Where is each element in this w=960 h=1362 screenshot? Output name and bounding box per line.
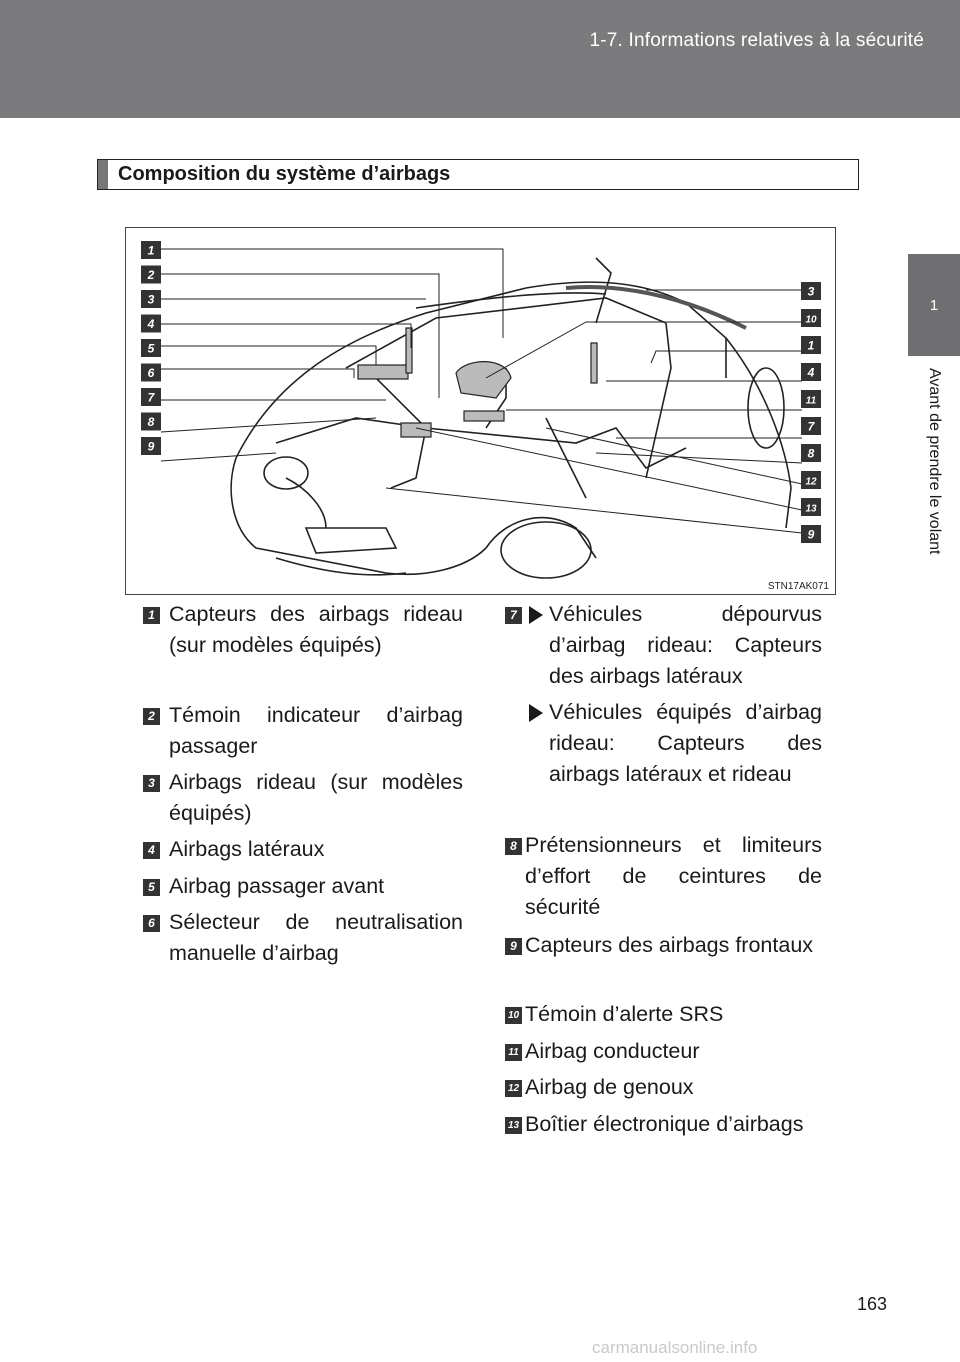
list-item: 13 Boîtier électronique d’airbags: [505, 1109, 822, 1140]
callout-label: 10: [805, 315, 817, 326]
callout-badge: [801, 282, 821, 300]
ecu-shape: [400, 422, 432, 438]
passenger-airbag-shape: [357, 364, 409, 380]
callout-label: 13: [805, 504, 817, 515]
item-number-10: 10: [505, 1007, 522, 1024]
list-item: 10 Témoin d’alerte SRS: [505, 999, 822, 1030]
side-airbag-left-shape: [405, 327, 413, 374]
list-item: 9 Capteurs des airbags frontaux: [505, 930, 822, 961]
item-text: Prétensionneurs et limiteurs d’effort de…: [525, 833, 822, 919]
callout-badge: [141, 290, 161, 308]
item-text: Airbag conducteur: [525, 1039, 700, 1063]
callout-label: 9: [148, 440, 155, 454]
callout-badge: [801, 471, 821, 489]
list-item: 1 Capteurs des airbags rideau (sur modèl…: [143, 599, 463, 661]
item-text: Airbags latéraux: [169, 837, 325, 861]
callout-badge: [141, 314, 161, 333]
list-item: 7 Véhicules dépourvus d’airbag rideau: C…: [505, 599, 822, 692]
diagram-code: STN17AK071: [767, 581, 829, 592]
item-number-9: 9: [505, 938, 522, 955]
callout-badge: [801, 363, 821, 381]
list-item: Véhicules équipés d’airbag rideau: Capte…: [505, 697, 822, 790]
callout-label: 5: [148, 342, 155, 356]
callout-badge: [141, 388, 161, 406]
item-text: Témoin d’alerte SRS: [525, 1002, 724, 1026]
callout-label: 7: [808, 420, 816, 434]
arrow-right-icon: [529, 606, 543, 624]
section-title: Composition du système d’airbags: [118, 163, 451, 185]
item-number-7: 7: [505, 607, 522, 624]
item-number-5: 5: [143, 879, 160, 896]
callout-badge: [141, 265, 161, 284]
item-number-11: 11: [505, 1044, 522, 1061]
callout-label: 6: [148, 366, 155, 380]
callout-label: 1: [808, 339, 815, 353]
item-number-12: 12: [505, 1080, 522, 1097]
callout-label: 3: [808, 285, 815, 299]
list-item: 11 Airbag conducteur: [505, 1036, 822, 1067]
page-header: 1-7. Informations relatives à la sécurit…: [0, 0, 960, 118]
item-number-4: 4: [143, 842, 160, 859]
chapter-number: 1: [929, 296, 939, 314]
callout-badge: [801, 309, 821, 327]
item-text: Airbags rideau (sur modèles équipés): [169, 770, 463, 825]
callout-label: 2: [147, 268, 155, 282]
callout-badge: [141, 241, 161, 259]
callout-badge: [801, 498, 821, 516]
callout-badge: [801, 390, 821, 408]
item-number-3: 3: [143, 775, 160, 792]
knee-airbag-shape: [463, 410, 505, 422]
item-number-13: 13: [505, 1117, 522, 1134]
list-item: 5 Airbag passager avant: [143, 871, 463, 902]
callout-badge: [141, 412, 161, 431]
callout-label: 8: [148, 415, 155, 429]
item-text: Airbag passager avant: [169, 874, 385, 898]
side-airbag-right-shape: [590, 342, 598, 384]
list-item: 2 Témoin indicateur d’airbag passager: [143, 700, 463, 762]
callout-label: 11: [806, 396, 817, 407]
callout-badge: [801, 417, 821, 435]
callout-badge: [801, 444, 821, 462]
item-number-8: 8: [505, 838, 522, 855]
list-item: 12 Airbag de genoux: [505, 1072, 822, 1103]
item-text: Capteurs des airbags frontaux: [525, 933, 814, 957]
list-item: 4 Airbags latéraux: [143, 834, 463, 865]
item-text: Sélecteur de neutralisation manuelle d’a…: [169, 910, 463, 965]
chapter-label: Avant de prendre le volant: [926, 368, 943, 555]
item-number-2: 2: [143, 708, 160, 725]
callout-label: 8: [808, 447, 815, 461]
callout-label: 9: [808, 528, 815, 542]
list-item: 8 Prétensionneurs et limiteurs d’effort …: [505, 830, 822, 923]
section-title-box: Composition du système d’airbags: [97, 159, 859, 190]
callout-badge: [141, 339, 161, 357]
driver-airbag-shape: [455, 361, 512, 399]
chapter-tab: 1: [908, 254, 960, 356]
callout-label: 7: [148, 391, 156, 405]
arrow-right-icon: [529, 704, 543, 722]
page-number: 163: [857, 1294, 888, 1314]
watermark: carmanualsonline.info: [592, 1338, 758, 1357]
callout-label: 1: [148, 244, 155, 258]
list-item: 3 Airbags rideau (sur modèles équipés): [143, 767, 463, 829]
item-text: Capteurs des airbags rideau (sur modèles…: [169, 602, 463, 657]
item-text: Témoin indicateur d’airbag passager: [169, 703, 463, 758]
callout-badge: [141, 363, 161, 382]
item-number-1: 1: [143, 607, 160, 624]
item-text: Véhicules dépourvus d’airbag rideau: Cap…: [549, 602, 822, 688]
item-text: Boîtier électronique d’airbags: [525, 1112, 804, 1136]
callout-label: 3: [148, 293, 155, 307]
callout-badge: [141, 437, 161, 455]
callout-badge: [801, 336, 821, 354]
callout-label: 4: [147, 317, 155, 331]
item-text: Airbag de genoux: [525, 1075, 694, 1099]
callout-label: 4: [807, 366, 815, 380]
list-item: 6 Sélecteur de neutralisation manuelle d…: [143, 907, 463, 969]
callout-badge: [801, 525, 821, 543]
item-text: Véhicules équipés d’airbag rideau: Capte…: [549, 700, 822, 786]
header-title: 1-7. Informations relatives à la sécurit…: [589, 30, 924, 51]
callout-label: 12: [805, 477, 817, 488]
item-number-6: 6: [143, 915, 160, 932]
